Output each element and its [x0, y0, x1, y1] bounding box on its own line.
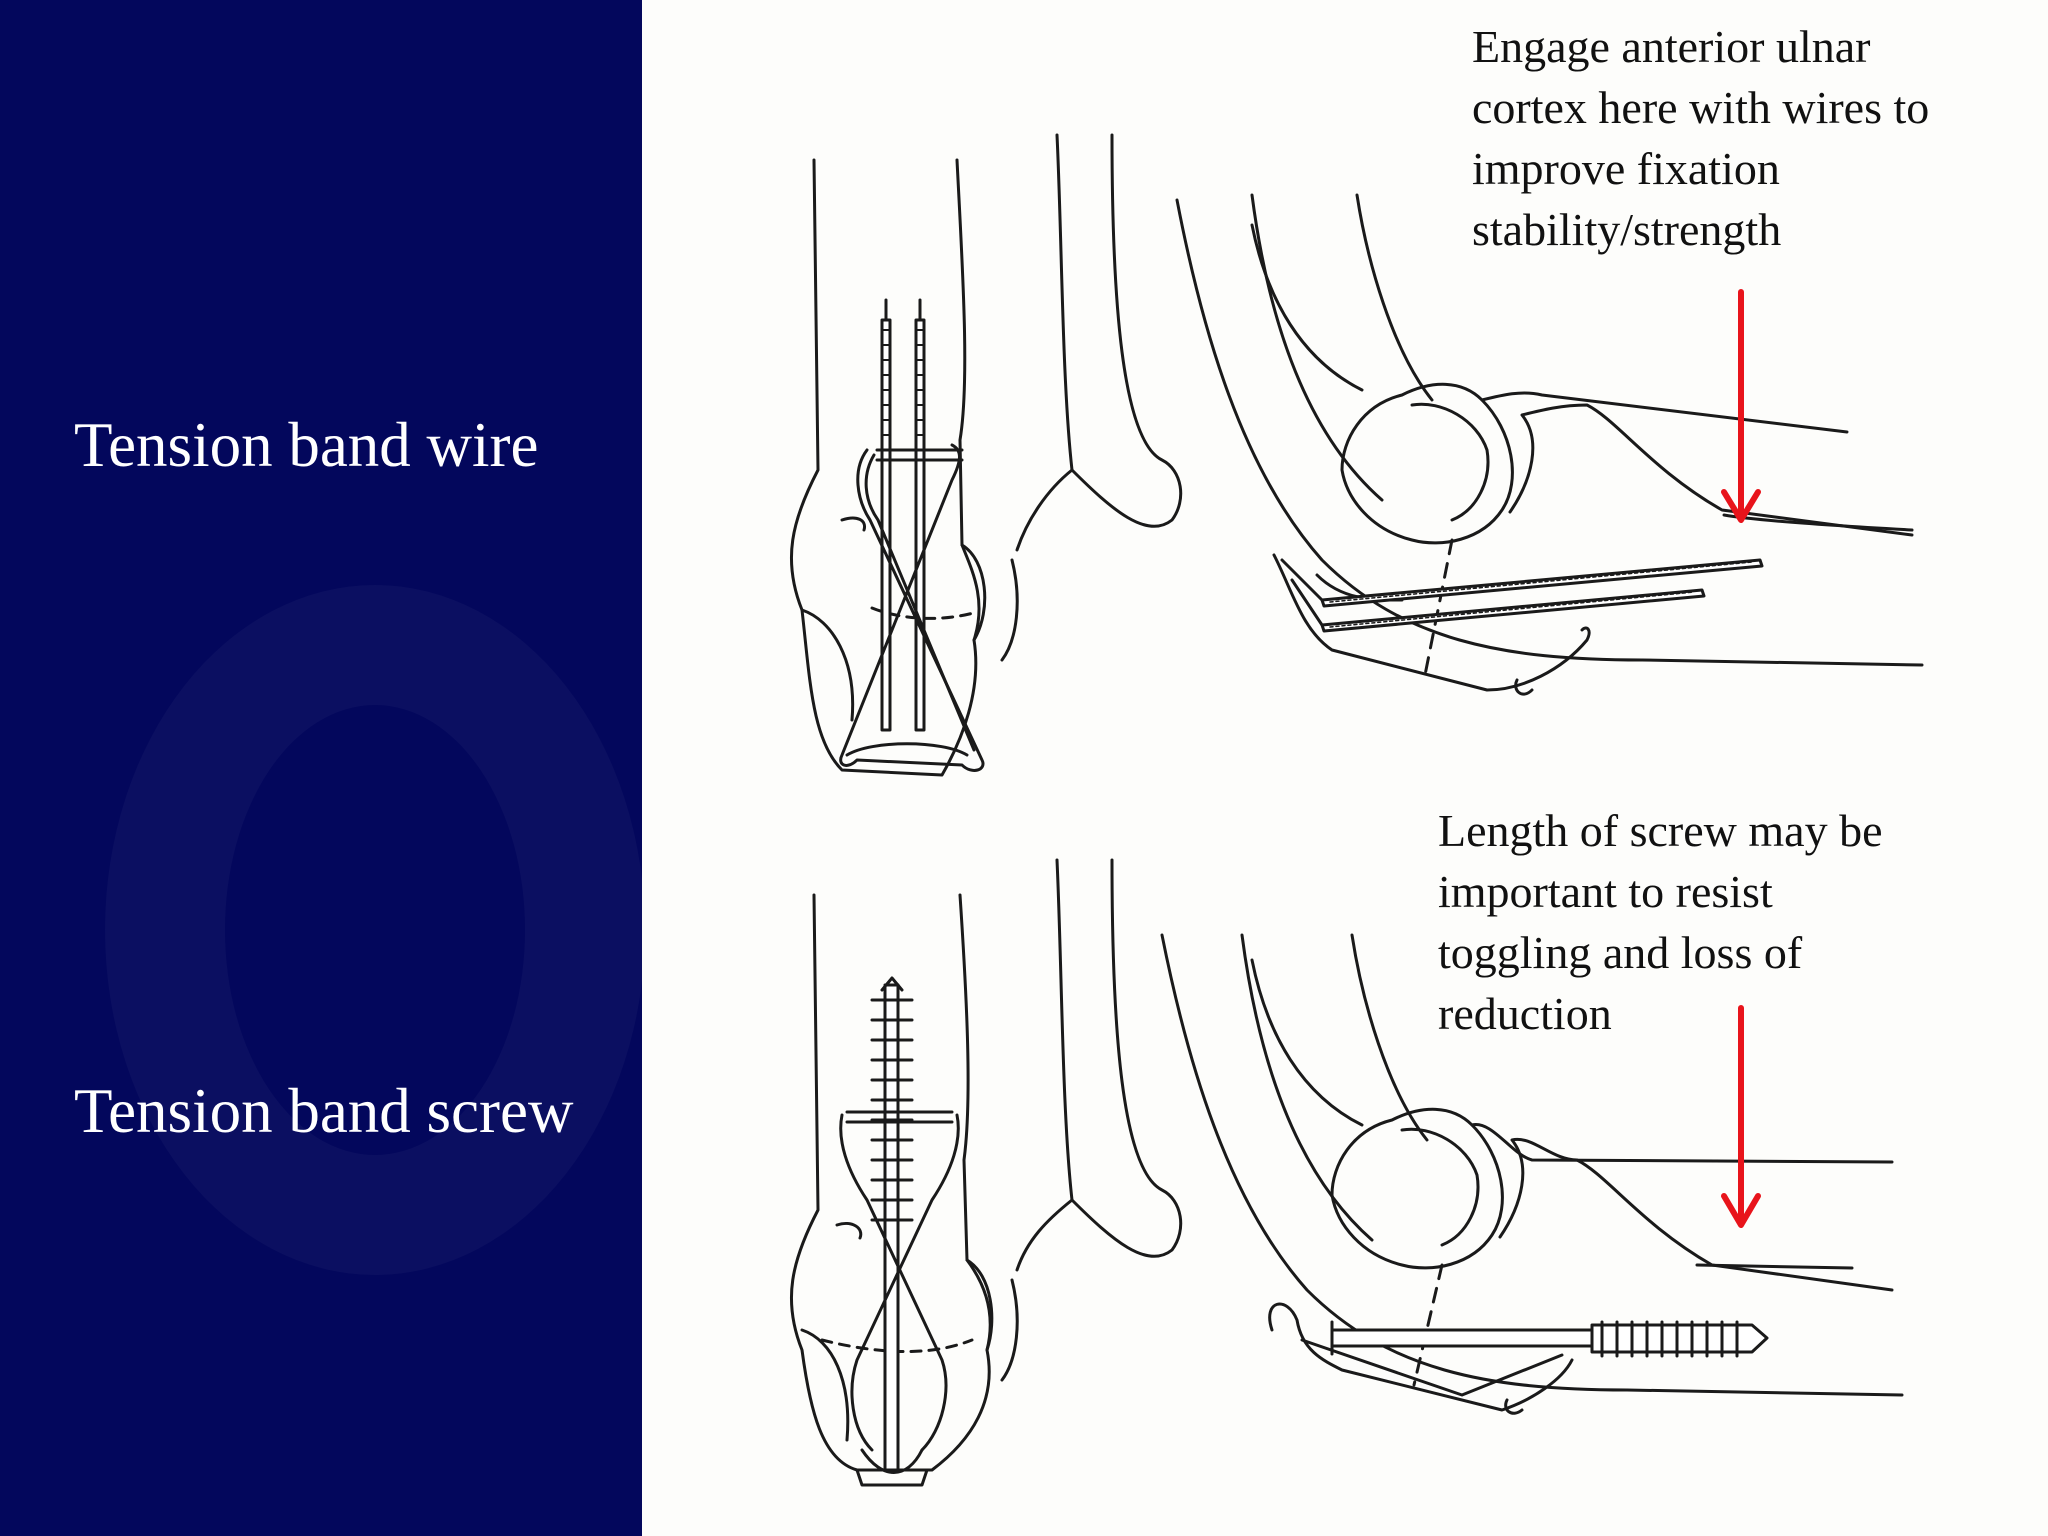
- note-line: cortex here with wires to: [1472, 82, 1930, 133]
- down-arrow-icon-top: [1721, 289, 1761, 523]
- note-line: toggling and loss of: [1438, 927, 1803, 978]
- elbow-fixation-illustrations: [789, 133, 1924, 1487]
- tension-band-wire-label: Tension band wire: [74, 410, 539, 480]
- illustration-area: Engage anterior ulnar cortex here with w…: [642, 0, 2048, 1536]
- note-line: Length of screw may be: [1438, 805, 1883, 856]
- note-line: reduction: [1438, 988, 1612, 1039]
- note-line: stability/strength: [1472, 204, 1782, 255]
- posterior-view-screw-illustration: [789, 858, 1183, 1487]
- posterior-view-wire-illustration: [789, 133, 1183, 777]
- lateral-view-screw-illustration: [1160, 933, 1904, 1415]
- down-arrow-icon-bottom: [1721, 1005, 1761, 1228]
- note-line: important to resist: [1438, 866, 1773, 917]
- note-line: Engage anterior ulnar: [1472, 21, 1871, 72]
- anterior-cortex-note: Engage anterior ulnar cortex here with w…: [1472, 16, 1929, 260]
- note-line: improve fixation: [1472, 143, 1780, 194]
- lateral-view-wire-illustration: [1175, 193, 1924, 696]
- screw-length-note: Length of screw may be important to resi…: [1438, 800, 1883, 1044]
- watermark-logo: [105, 585, 642, 1275]
- tension-band-screw-label: Tension band screw: [74, 1076, 574, 1146]
- sidebar-panel: Tension band wire Tension band screw: [0, 0, 642, 1536]
